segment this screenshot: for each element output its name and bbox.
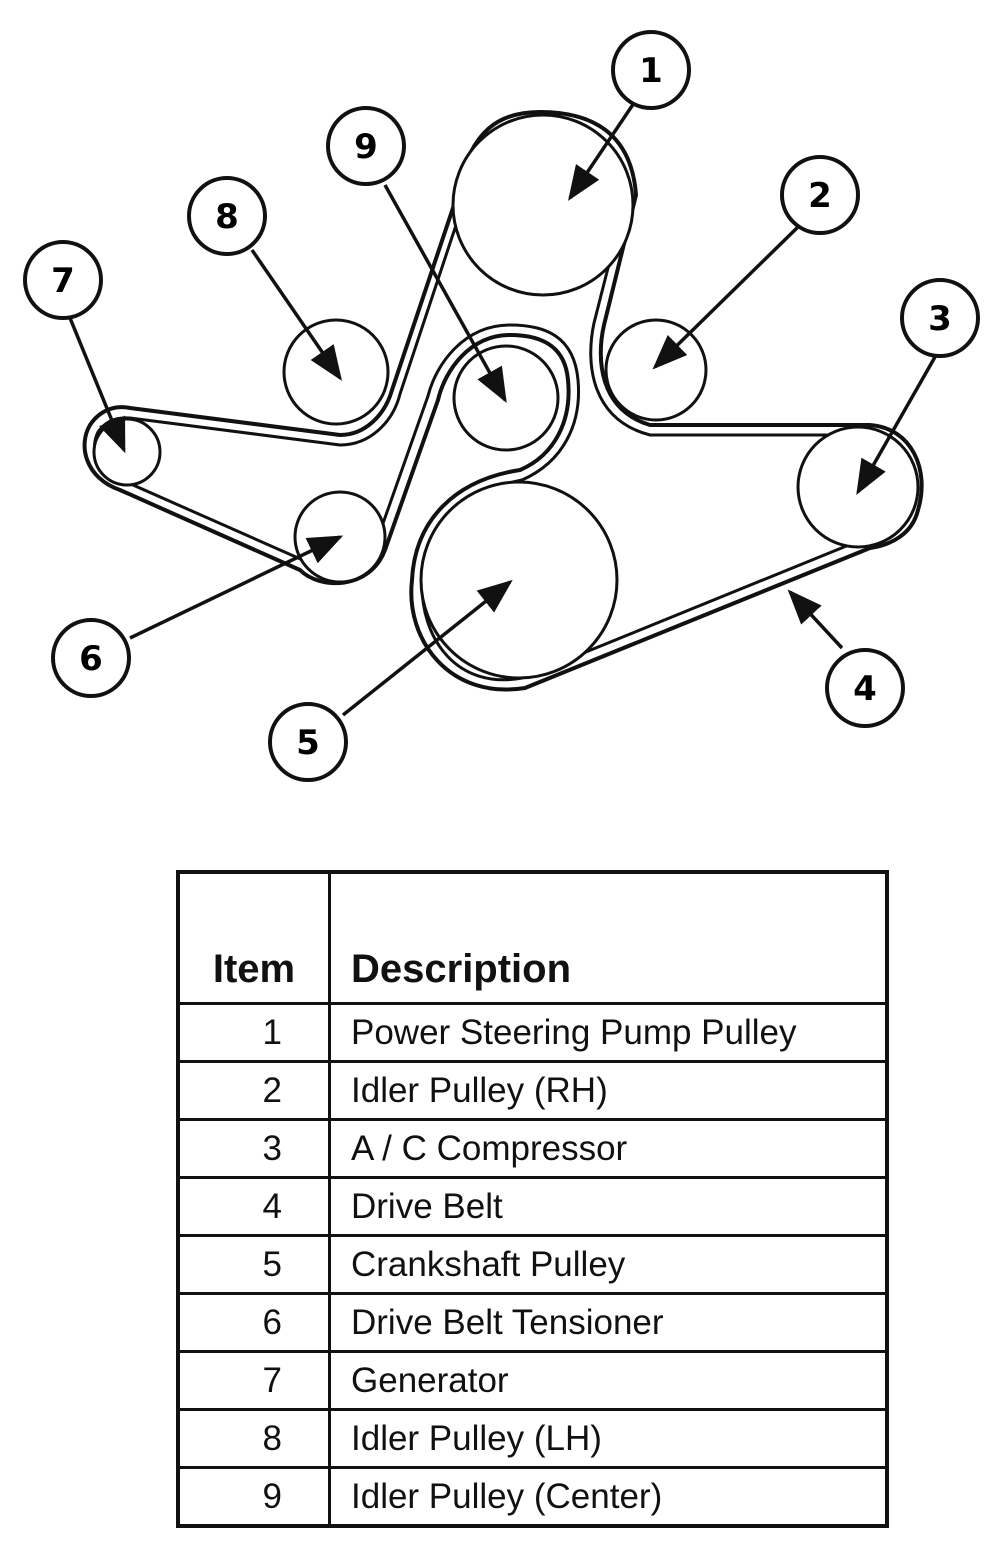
- leader-lines: [68, 99, 937, 717]
- item-number: 6: [176, 1292, 331, 1353]
- svg-text:6: 6: [79, 639, 103, 679]
- item-description: Generator: [328, 1350, 889, 1411]
- table-row: 7 Generator: [176, 1350, 889, 1411]
- table-row: 5 Crankshaft Pulley: [176, 1234, 889, 1295]
- table-row: 9 Idler Pulley (Center): [176, 1466, 889, 1528]
- table-row: 1 Power Steering Pump Pulley: [176, 1002, 889, 1063]
- table-body: 1 Power Steering Pump Pulley 2 Idler Pul…: [176, 1002, 889, 1528]
- item-number: 5: [176, 1234, 331, 1295]
- item-description: Drive Belt Tensioner: [328, 1292, 889, 1353]
- item-description: Crankshaft Pulley: [328, 1234, 889, 1295]
- item-description: Power Steering Pump Pulley: [328, 1002, 889, 1063]
- idler-pulley-rh: [604, 318, 708, 422]
- table-row: 3 A / C Compressor: [176, 1118, 889, 1179]
- callout-4: 4: [825, 648, 905, 728]
- leader-line-2: [652, 223, 802, 370]
- svg-text:3: 3: [928, 299, 952, 339]
- table-row: 4 Drive Belt: [176, 1176, 889, 1237]
- table-row: 8 Idler Pulley (LH): [176, 1408, 889, 1469]
- item-number: 3: [176, 1118, 331, 1179]
- callout-6: 6: [51, 618, 131, 698]
- callout-8: 8: [187, 176, 267, 256]
- leader-line-7: [68, 317, 126, 454]
- item-number: 4: [176, 1176, 331, 1237]
- item-description: Drive Belt: [328, 1176, 889, 1237]
- belt-routing-diagram: 1 2 3 4 5 6 7 8: [23, 30, 980, 782]
- leader-line-6: [129, 535, 344, 640]
- callout-2: 2: [780, 155, 860, 235]
- drive-belt-outer: [82, 110, 924, 692]
- leader-line-8: [250, 249, 342, 381]
- item-number: 8: [176, 1408, 331, 1469]
- item-number: 1: [176, 1002, 331, 1063]
- item-description: Idler Pulley (LH): [328, 1408, 889, 1469]
- svg-text:7: 7: [51, 261, 75, 301]
- callout-7: 7: [23, 240, 103, 320]
- leader-line-5: [341, 579, 513, 717]
- ac-compressor-pulley: [796, 425, 920, 549]
- item-number: 9: [176, 1466, 331, 1528]
- svg-text:9: 9: [354, 127, 378, 167]
- callouts: 1 2 3 4 5 6 7 8: [23, 30, 980, 782]
- callout-1: 1: [611, 30, 691, 110]
- callout-9: 9: [326, 106, 406, 186]
- column-header-item: Item: [176, 870, 331, 1005]
- item-number: 7: [176, 1350, 331, 1411]
- svg-text:5: 5: [296, 723, 320, 763]
- callout-3: 3: [900, 278, 980, 358]
- svg-text:2: 2: [808, 176, 832, 216]
- parts-legend-table: Item Description 1 Power Steering Pump P…: [176, 870, 889, 1528]
- leader-line-9: [383, 184, 507, 404]
- table-header-row: Item Description: [176, 870, 889, 1005]
- item-number: 2: [176, 1060, 331, 1121]
- item-description: Idler Pulley (RH): [328, 1060, 889, 1121]
- leader-line-4: [787, 589, 844, 650]
- svg-text:4: 4: [853, 669, 877, 709]
- svg-text:8: 8: [215, 197, 239, 237]
- idler-pulley-center: [452, 344, 560, 452]
- table-header: Item Description: [176, 870, 889, 1005]
- item-description: Idler Pulley (Center): [328, 1466, 889, 1528]
- crankshaft-pulley: [419, 480, 619, 680]
- power-steering-pump-pulley: [451, 113, 635, 297]
- table-row: 2 Idler Pulley (RH): [176, 1060, 889, 1121]
- table-row: 6 Drive Belt Tensioner: [176, 1292, 889, 1353]
- generator-pulley: [92, 417, 162, 487]
- leader-line-1: [568, 99, 638, 201]
- svg-text:1: 1: [639, 51, 663, 91]
- leader-line-3: [856, 356, 937, 496]
- item-description: A / C Compressor: [328, 1118, 889, 1179]
- column-header-description: Description: [328, 870, 889, 1005]
- callout-5: 5: [268, 702, 348, 782]
